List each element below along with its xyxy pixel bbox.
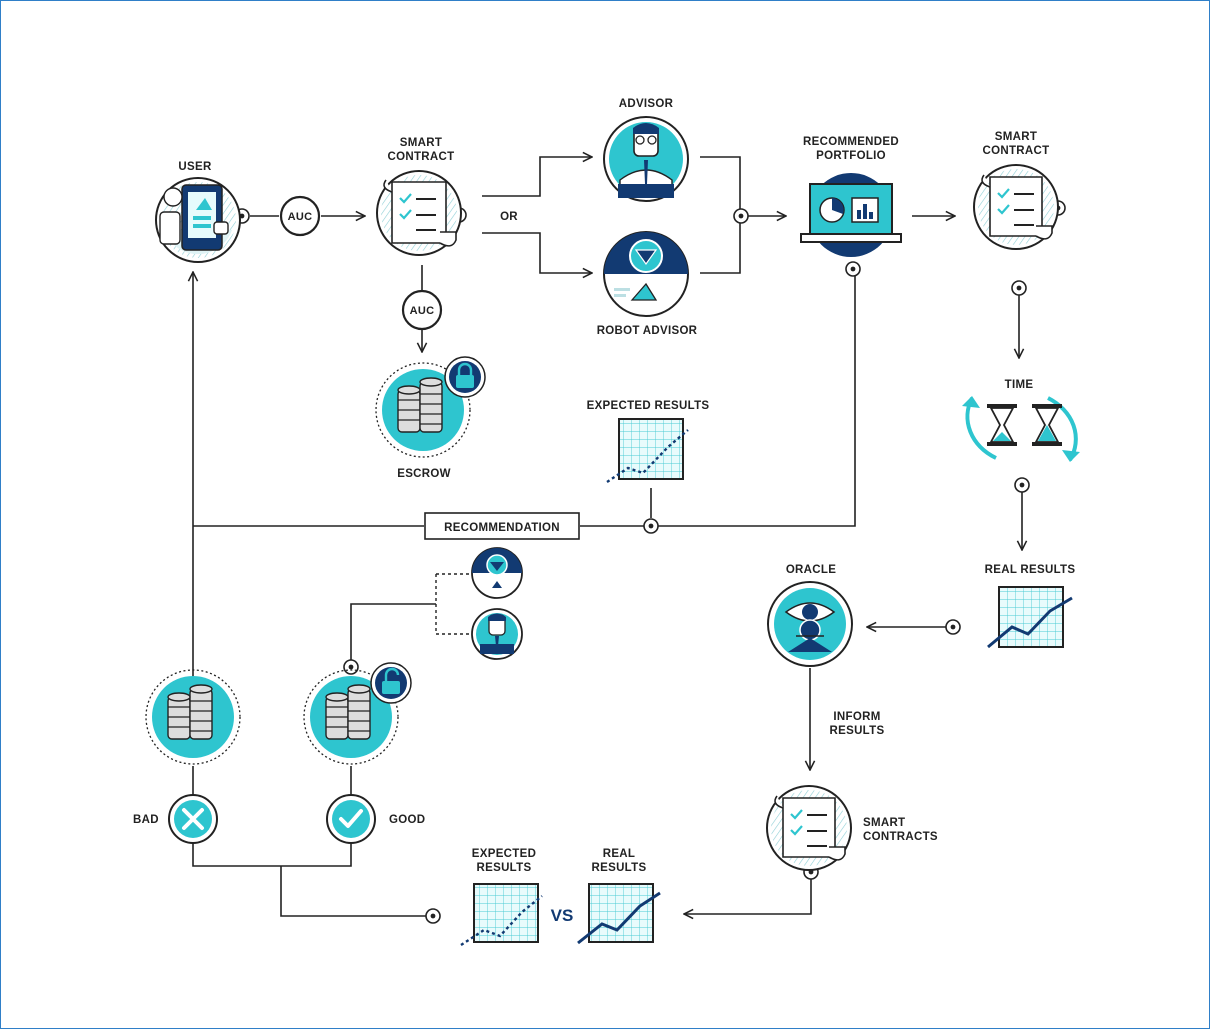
robot-advisor-mini [471, 547, 523, 599]
recommended-portfolio-label: PORTFOLIO [816, 150, 886, 162]
robot-advisor-node: ROBOT ADVISOR [597, 231, 698, 337]
smart-contracts-label: CONTRACTS [863, 831, 938, 843]
auc-label: AUC [410, 305, 435, 317]
real-results-label: REAL RESULTS [985, 564, 1076, 576]
dot-node [643, 518, 659, 534]
dot-node [733, 208, 749, 224]
advisor-label: ADVISOR [619, 98, 674, 110]
time-node: TIME [962, 379, 1080, 462]
auc-badge: AUC [279, 195, 321, 237]
expected-results-node: EXPECTED RESULTS [587, 400, 710, 483]
inform-results-label: RESULTS [830, 725, 885, 737]
expected-results-label: RESULTS [477, 862, 532, 874]
recommendation-label: RECOMMENDATION [444, 522, 560, 534]
dot-node [845, 261, 861, 277]
connectors [193, 157, 1022, 916]
recommended-portfolio-node: RECOMMENDED PORTFOLIO [800, 136, 902, 257]
robot-advisor-icon [471, 547, 523, 599]
user-node: USER [155, 161, 241, 263]
coins-icon [145, 669, 241, 765]
expected-results-bottom-node: EXPECTED RESULTS [460, 848, 543, 947]
chart-icon [606, 418, 689, 483]
good-badge: GOOD [326, 794, 425, 844]
smart-contract-node: SMART CONTRACT [376, 137, 462, 256]
smart-contracts-label: SMART [863, 817, 905, 829]
dot-node [343, 659, 359, 675]
bad-badge: BAD [133, 794, 218, 844]
bad-coins-node [145, 669, 241, 765]
smart-contract-label: CONTRACT [388, 151, 455, 163]
inform-results-label: INFORM [833, 711, 880, 723]
chart-icon [577, 883, 661, 945]
recommendation-box: RECOMMENDATION [424, 512, 580, 540]
chart-icon [987, 586, 1073, 649]
real-results-node: REAL RESULTS [985, 564, 1076, 649]
good-coins-node [303, 662, 412, 765]
time-label: TIME [1005, 379, 1034, 391]
robot-advisor-label: ROBOT ADVISOR [597, 325, 698, 337]
smart-contract-2-node: SMART CONTRACT [973, 131, 1059, 250]
auc-badge-escrow: AUC [401, 289, 443, 331]
good-label: GOOD [389, 814, 425, 826]
oracle-node: ORACLE [767, 564, 853, 667]
vs-label: VS [551, 906, 574, 925]
scroll-icon [973, 164, 1059, 250]
expected-results-label: EXPECTED [472, 848, 536, 860]
advisor-icon [603, 116, 689, 202]
scroll-icon [376, 170, 462, 256]
dot-node [425, 908, 441, 924]
oracle-label: ORACLE [786, 564, 836, 576]
x-icon [168, 794, 218, 844]
real-results-label: RESULTS [592, 862, 647, 874]
smart-contract-label: SMART [400, 137, 442, 149]
coins-icon [375, 362, 471, 458]
escrow-node: ESCROW [375, 356, 486, 480]
check-icon [326, 794, 376, 844]
escrow-label: ESCROW [397, 468, 451, 480]
oracle-eye-icon [767, 581, 853, 667]
scroll-icon [766, 785, 852, 871]
bad-label: BAD [133, 814, 159, 826]
real-results-label: REAL [603, 848, 636, 860]
real-results-bottom-node: REAL RESULTS [577, 848, 661, 945]
expected-results-label: EXPECTED RESULTS [587, 400, 710, 412]
dot-node [945, 619, 961, 635]
hourglass-icon [962, 396, 1080, 462]
unlock-icon [370, 662, 412, 704]
laptop-icon [800, 173, 902, 257]
advisor-node: ADVISOR [603, 98, 689, 202]
advisor-icon [471, 608, 523, 660]
dot-node [1014, 477, 1030, 493]
lock-icon [444, 356, 486, 398]
smart-contract-label: SMART [995, 131, 1037, 143]
chart-icon [460, 883, 543, 947]
dot-node [1011, 280, 1027, 296]
smart-contracts-node: SMART CONTRACTS [766, 785, 938, 871]
recommended-portfolio-label: RECOMMENDED [803, 136, 899, 148]
smart-contract-label: CONTRACT [983, 145, 1050, 157]
robot-advisor-icon [603, 231, 689, 317]
advisor-mini [471, 608, 523, 660]
user-label: USER [178, 161, 212, 173]
coins-icon [303, 669, 399, 765]
or-label: OR [500, 211, 518, 223]
user-icon [155, 177, 241, 263]
auc-label: AUC [288, 211, 313, 223]
